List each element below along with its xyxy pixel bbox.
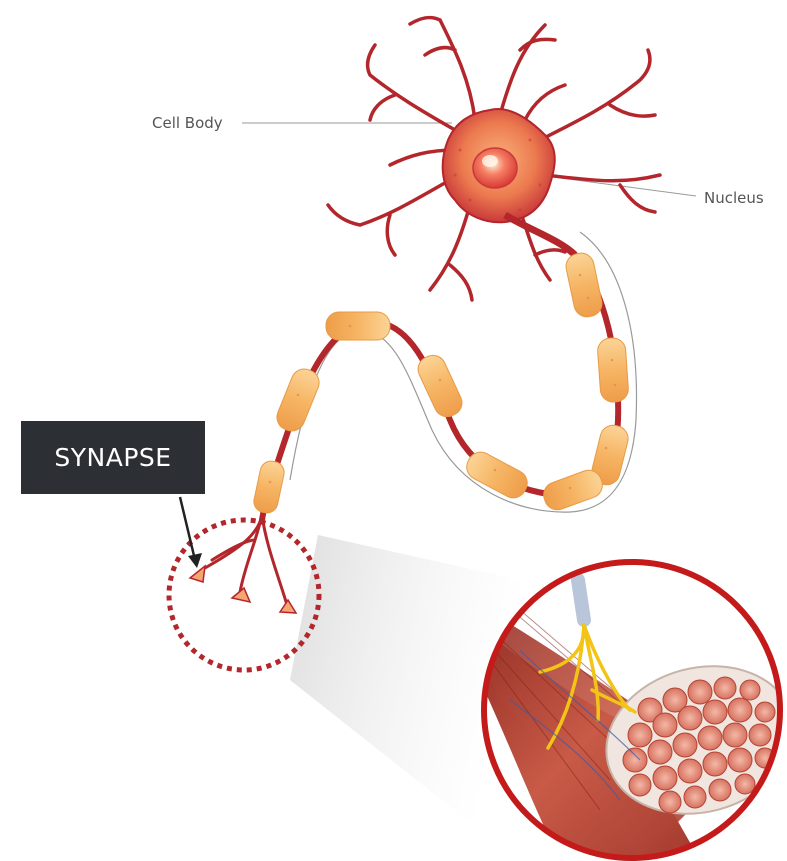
motor-nerve	[578, 580, 584, 620]
myelin-sheath	[252, 251, 631, 515]
synaptic-knobs	[190, 566, 296, 613]
nucleus-label: Nucleus	[704, 189, 764, 207]
axon-hillock	[505, 215, 575, 255]
synapse-callout: SYNAPSE	[21, 421, 205, 494]
synapse-label: SYNAPSE	[54, 443, 171, 472]
cell-body-label: Cell Body	[152, 114, 223, 132]
nucleus	[473, 148, 517, 188]
arrow-head-icon	[188, 553, 202, 568]
